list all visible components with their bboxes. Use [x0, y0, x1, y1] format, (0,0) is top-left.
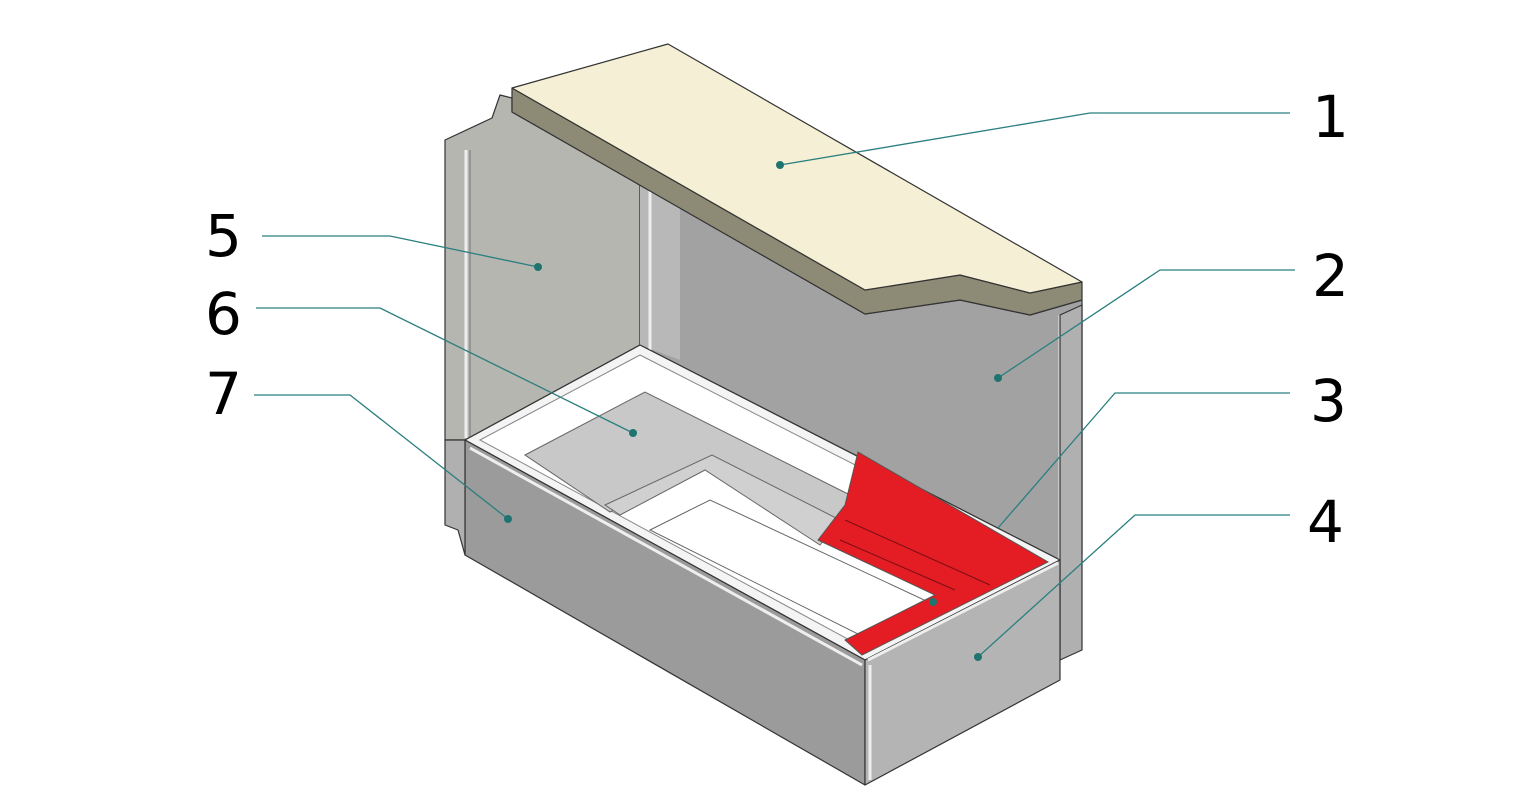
callout-1: 1 — [776, 83, 1349, 169]
callout-6: 6 — [205, 280, 637, 437]
callout-2: 2 — [994, 242, 1349, 382]
callout-3-dot — [929, 598, 937, 606]
callout-5: 5 — [205, 202, 542, 271]
tub — [464, 344, 1061, 661]
callout-3: 3 — [997, 367, 1347, 529]
callout-4: 4 — [974, 488, 1344, 661]
callout-7: 7 — [205, 360, 512, 523]
lid — [511, 43, 1083, 316]
red-insert-panel — [817, 451, 1050, 656]
svg-text:7: 7 — [205, 360, 242, 428]
svg-text:1: 1 — [1312, 83, 1349, 151]
svg-text:4: 4 — [1307, 488, 1344, 556]
svg-text:6: 6 — [205, 280, 242, 348]
svg-text:3: 3 — [1310, 367, 1347, 435]
end-panel — [864, 559, 1061, 786]
svg-text:5: 5 — [205, 202, 242, 270]
svg-text:2: 2 — [1312, 242, 1349, 310]
